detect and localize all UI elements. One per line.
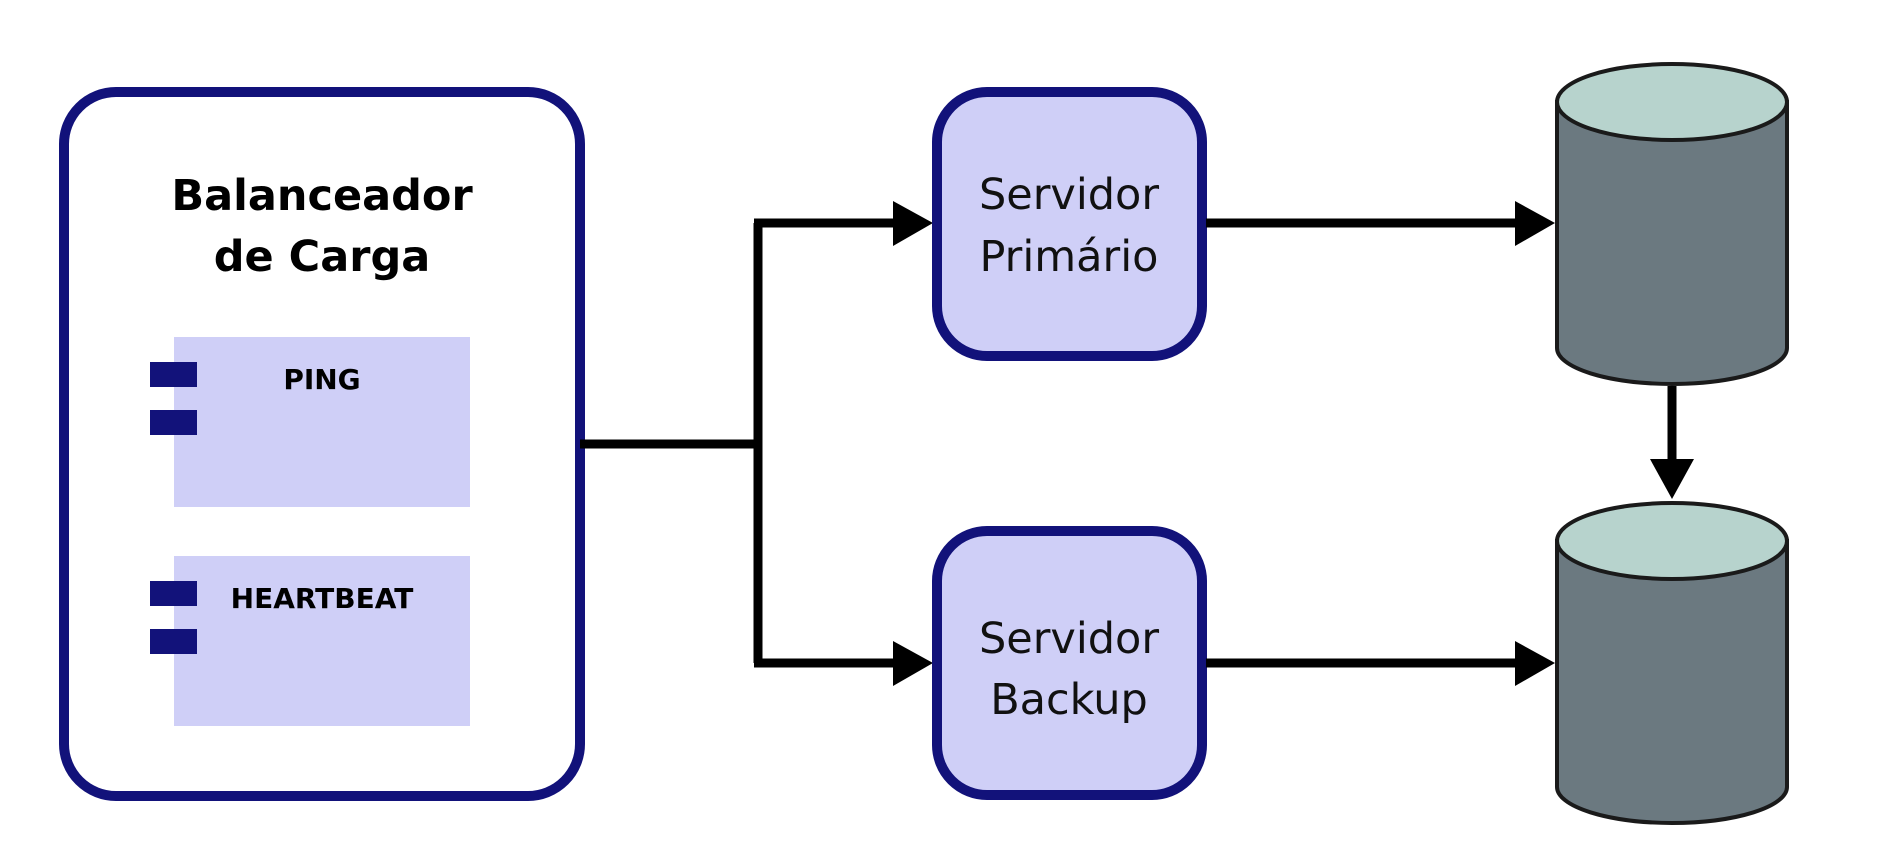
arrowhead-to-primary-icon (893, 201, 933, 246)
backup-database[interactable] (1555, 501, 1789, 825)
ping-port-top-icon (150, 362, 197, 387)
backup-server-box (932, 526, 1207, 800)
backup-server-node[interactable]: Servidor Backup (932, 526, 1207, 800)
ping-label: PING (283, 363, 360, 396)
load-balancer-title-line2: de Carga (214, 232, 431, 282)
primary-database[interactable] (1555, 62, 1789, 386)
load-balancer-box[interactable]: Balanceador de Carga PING HEARTBEAT (59, 87, 585, 801)
database-top-icon (1555, 62, 1789, 142)
primary-server-label-line2: Primário (980, 232, 1159, 282)
ping-component-body (174, 337, 470, 507)
backup-server-label-line2: Backup (990, 675, 1148, 725)
backup-server-label-line1: Servidor (979, 614, 1159, 664)
heartbeat-component[interactable]: HEARTBEAT (150, 556, 470, 726)
heartbeat-label: HEARTBEAT (231, 582, 414, 615)
heartbeat-port-top-icon (150, 581, 197, 606)
arrowhead-to-backup-icon (893, 641, 933, 686)
ping-port-bottom-icon (150, 410, 197, 435)
heartbeat-port-bottom-icon (150, 629, 197, 654)
arrowhead-to-primary-db-icon (1515, 201, 1555, 246)
arrowhead-to-backup-db-icon (1515, 641, 1555, 686)
primary-server-label-line1: Servidor (979, 170, 1159, 220)
database-icon (1555, 100, 1789, 386)
primary-server-box (932, 87, 1207, 361)
balancer-to-servers-connector (580, 218, 895, 668)
database-icon (1555, 539, 1789, 825)
primary-server-node[interactable]: Servidor Primário (932, 87, 1207, 361)
heartbeat-component-body (174, 556, 470, 726)
arrowhead-replication-icon (1650, 459, 1694, 499)
database-top-icon (1555, 501, 1789, 581)
load-balancer-title-line1: Balanceador (171, 171, 473, 221)
ping-component[interactable]: PING (150, 337, 470, 507)
